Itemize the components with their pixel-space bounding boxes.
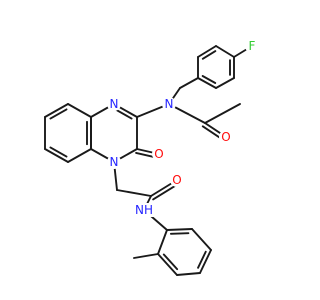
- bond: [191, 228, 212, 251]
- bond: [49, 108, 68, 120]
- atom-f: F: [245, 39, 259, 53]
- atom-o-acetyl: O: [219, 130, 233, 144]
- bond: [157, 229, 168, 255]
- bond: [44, 148, 69, 163]
- atom-label-o3: O: [172, 173, 181, 187]
- molecule-structure: F N N N NH O O O: [44, 39, 259, 276]
- bond: [176, 272, 201, 276]
- bond: [49, 146, 68, 158]
- bond: [67, 148, 92, 163]
- atom-label-n3: N: [110, 155, 119, 169]
- bond: [116, 189, 152, 197]
- bond: [215, 45, 235, 58]
- bonds: [44, 45, 253, 276]
- atom-label-f: F: [249, 39, 256, 53]
- atom-labels: F N N N NH O O O: [107, 39, 259, 217]
- bond: [162, 253, 179, 271]
- bond: [197, 77, 217, 89]
- bond: [201, 75, 217, 84]
- atom-label-n2: N: [110, 97, 119, 111]
- atom-n-amide-top: N: [162, 97, 176, 111]
- atom-label-o2: O: [154, 147, 163, 161]
- atom-label-o1: O: [221, 130, 230, 144]
- bond: [133, 253, 159, 259]
- atom-o-ring: O: [152, 147, 166, 161]
- bond: [197, 45, 217, 58]
- atom-label-nh: NH: [135, 203, 153, 217]
- bond: [197, 250, 207, 269]
- atom-label-n1: N: [165, 97, 174, 111]
- bond: [67, 103, 92, 118]
- bond: [166, 228, 193, 231]
- atom-o-amide: O: [170, 173, 184, 187]
- bond: [157, 253, 178, 276]
- bond: [44, 103, 69, 118]
- bond: [201, 50, 217, 60]
- atom-nh: NH: [133, 203, 155, 217]
- atom-n-ring-top: N: [107, 97, 121, 111]
- atom-n-ring-bottom: N: [107, 155, 121, 169]
- bond: [215, 77, 235, 89]
- bond: [204, 103, 241, 124]
- bond: [199, 249, 212, 274]
- bond: [179, 77, 199, 89]
- bond: [114, 108, 133, 120]
- bond: [169, 232, 190, 235]
